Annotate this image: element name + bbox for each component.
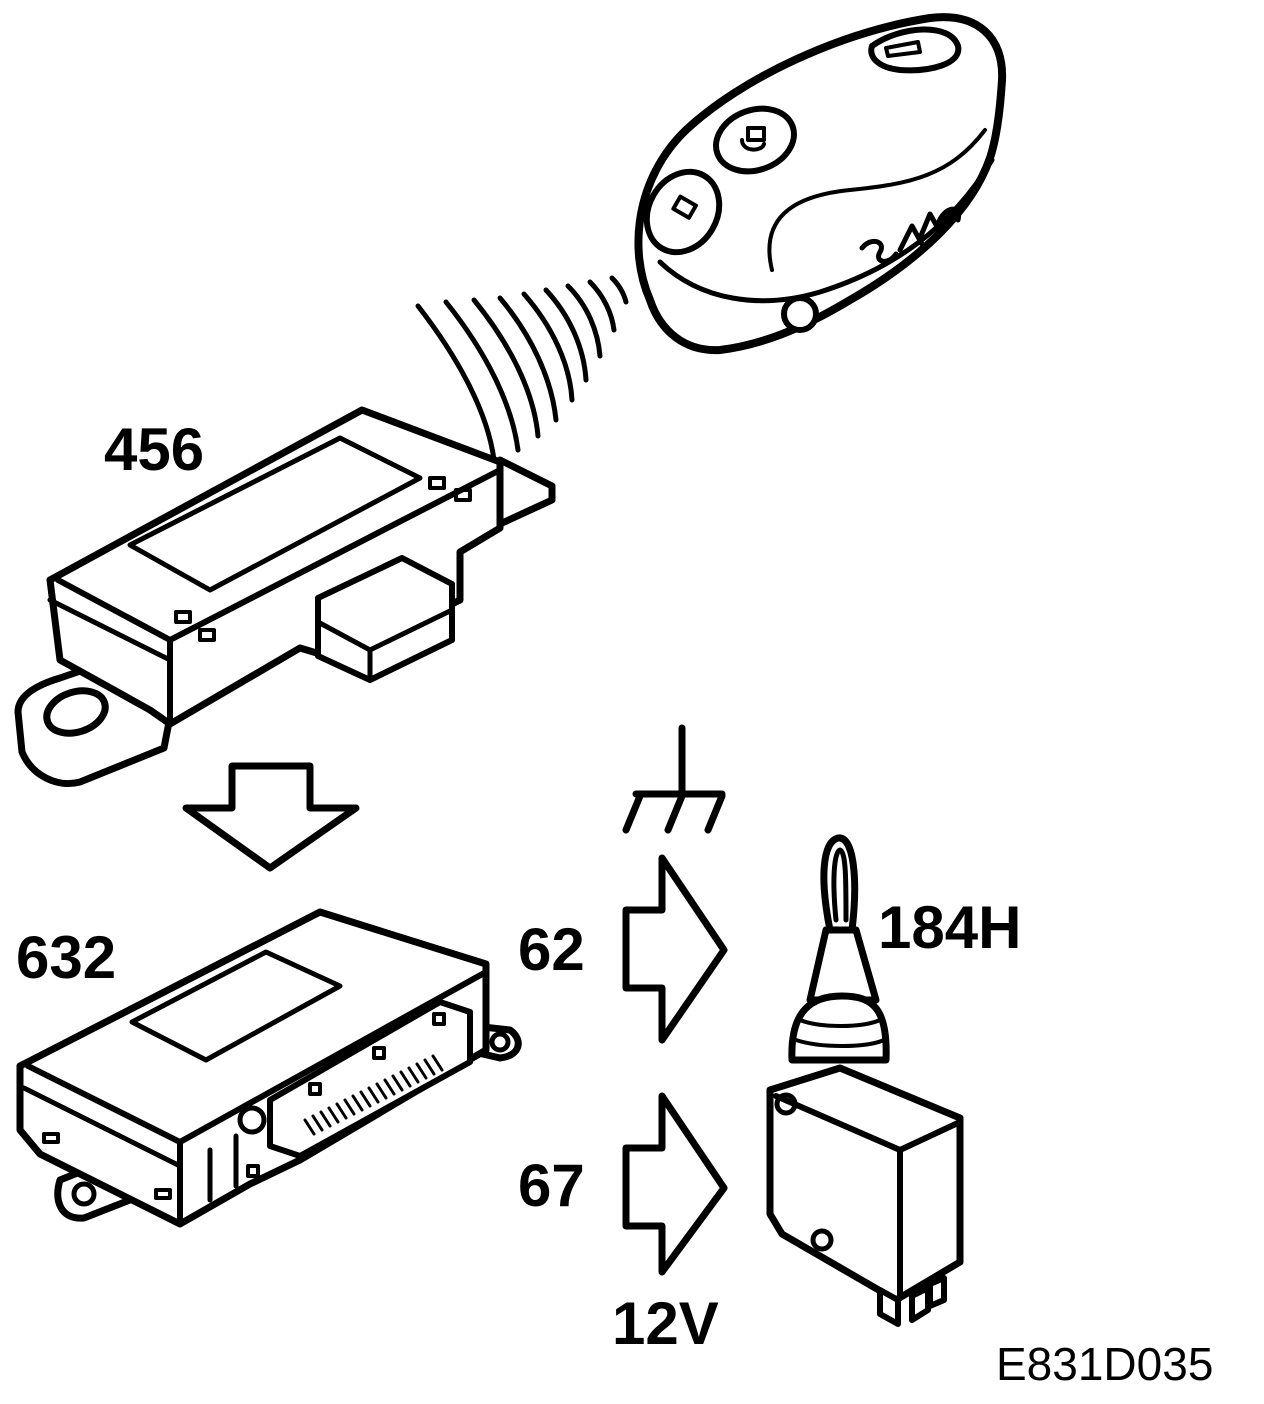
receiver-module-456 [14,406,556,787]
remote-button-trunk[interactable] [868,26,962,74]
signal-arrow-67 [622,1092,728,1276]
remote-key-fob [633,13,1007,355]
remote-brand-mark [859,206,962,264]
label-184h: 184H [878,894,1021,961]
label-62: 62 [518,916,585,983]
flow-arrow-down [182,762,360,872]
radio-signal-waves [415,275,629,463]
label-67: 67 [518,1152,585,1219]
label-456: 456 [104,416,204,483]
label-632: 632 [16,924,116,991]
signal-arrow-62 [622,854,728,1044]
key-ring-loop [781,295,819,333]
label-12v: 12V [612,1290,719,1357]
trunk-icon [884,40,922,58]
unlock-icon [740,126,766,152]
ground-symbol [622,724,726,834]
figure-code: E831D035 [996,1338,1213,1390]
remote-button-unlock[interactable] [707,98,803,182]
lock-actuator-184h [766,834,964,1327]
lock-icon [671,194,698,220]
control-module-632 [16,908,522,1228]
connector-pins [303,1054,444,1136]
remote-button-lock[interactable] [633,159,734,266]
